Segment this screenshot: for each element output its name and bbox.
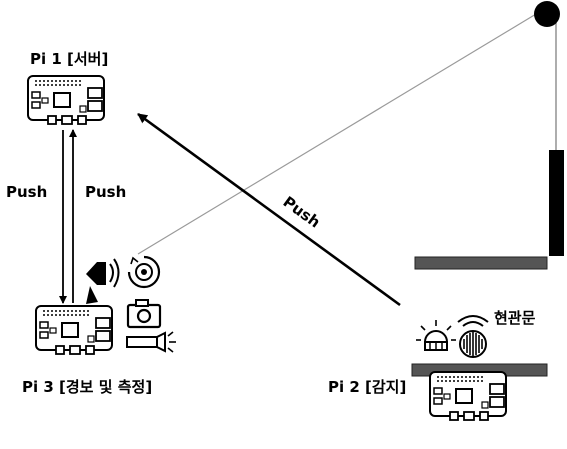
rotary-sensor-icon <box>127 255 161 289</box>
push-label-right: Push <box>85 183 126 201</box>
pi1-board-icon <box>27 75 105 125</box>
door-label: 현관문 <box>494 309 536 327</box>
pulley-icon <box>534 1 560 27</box>
pi3-board-icon <box>35 305 113 355</box>
pi3-label: Pi 3 [경보 및 측정] <box>22 378 152 396</box>
pi1-label: Pi 1 [서버] <box>30 50 108 68</box>
pi2-board-icon <box>429 371 507 421</box>
camera-icon <box>126 299 162 329</box>
pulley-string-diagonal <box>137 7 547 255</box>
pi2-label: Pi 2 [감지] <box>328 378 406 396</box>
push-label-left: Push <box>6 183 47 201</box>
light-sensor-icon <box>416 320 456 351</box>
counterweight <box>549 150 564 256</box>
speaker-icon <box>86 258 120 304</box>
door-platform-upper <box>414 256 548 270</box>
push-label-diagonal: Push <box>280 193 324 232</box>
arrow-pi2-to-pi1 <box>137 112 401 307</box>
ultrasonic-sensor-icon <box>457 315 489 358</box>
flashlight-icon <box>126 331 176 353</box>
